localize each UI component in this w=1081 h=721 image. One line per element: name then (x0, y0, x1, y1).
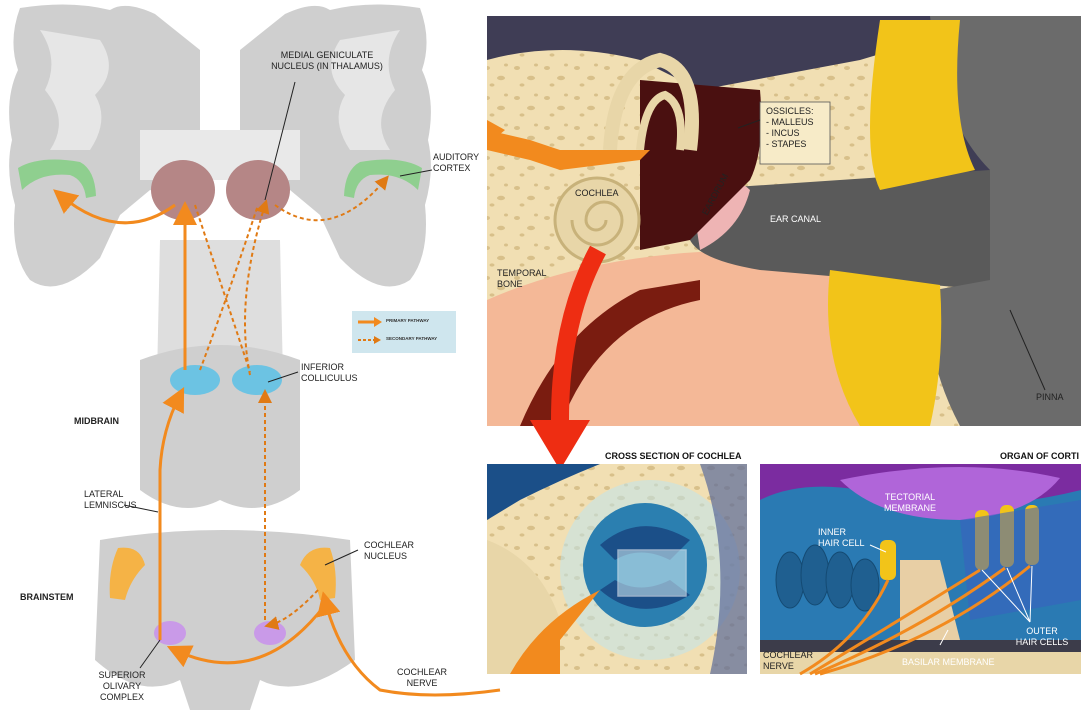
medial-geniculate-left (151, 160, 215, 220)
legend-primary-arrow-icon (356, 315, 384, 329)
label-basilar-membrane: BASILAR MEMBRANE (902, 657, 995, 668)
zoom-arrow (530, 420, 590, 470)
ear-anatomy-panel (487, 16, 1081, 470)
label-midbrain: MIDBRAIN (74, 416, 119, 427)
label-inner-hair-cell: INNER HAIR CELL (818, 527, 865, 549)
label-auditory-cortex: AUDITORY CORTEX (433, 152, 479, 174)
panel-title-organ-of-corti: ORGAN OF CORTI (1000, 451, 1079, 461)
legend-secondary: SECONDARY PATHWAY (356, 333, 456, 349)
inferior-colliculus-left (170, 365, 220, 395)
label-temporal-bone: TEMPORAL BONE (497, 268, 547, 290)
label-pinna: PINNA (1036, 392, 1064, 403)
legend-secondary-arrow-icon (356, 333, 384, 347)
legend-primary-label: PRIMARY PATHWAY (386, 318, 429, 323)
label-outer-hair-cells: OUTER HAIR CELLS (1010, 626, 1074, 648)
label-lateral-lemniscus: LATERAL LEMNISCUS (84, 489, 137, 511)
label-ossicles: OSSICLES: - MALLEUS - INCUS - STAPES (766, 106, 814, 150)
brain-coronal-section (9, 4, 431, 710)
medial-geniculate-right (226, 160, 290, 220)
label-cochlear-nucleus: COCHLEAR NUCLEUS (364, 540, 414, 562)
label-ear-canal: EAR CANAL (770, 214, 821, 225)
midbrain (140, 345, 300, 508)
inner-hair-cell (880, 540, 896, 580)
organ-of-corti-zoom-box (618, 550, 686, 596)
cochlea-cross-section-panel (487, 464, 747, 674)
legend-secondary-label: SECONDARY PATHWAY (386, 336, 437, 341)
pathway-legend: PRIMARY PATHWAY SECONDARY PATHWAY (352, 311, 456, 353)
label-cochlea: COCHLEA (575, 188, 619, 199)
legend-primary: PRIMARY PATHWAY (356, 315, 456, 331)
label-inferior-colliculus: INFERIOR COLLICULUS (301, 362, 358, 384)
label-cochlear-nerve-right: COCHLEAR NERVE (763, 650, 813, 672)
label-superior-olivary: SUPERIOR OLIVARY COMPLEX (90, 670, 154, 703)
panel-title-cross-section: CROSS SECTION OF COCHLEA (605, 451, 742, 461)
label-brainstem: BRAINSTEM (20, 592, 74, 603)
label-tectorial-membrane: TECTORIAL MEMBRANE (870, 492, 950, 514)
label-medial-geniculate: MEDIAL GENICULATE NUCLEUS (IN THALAMUS) (262, 50, 392, 72)
label-cochlear-nerve-left: COCHLEAR NERVE (392, 667, 452, 689)
